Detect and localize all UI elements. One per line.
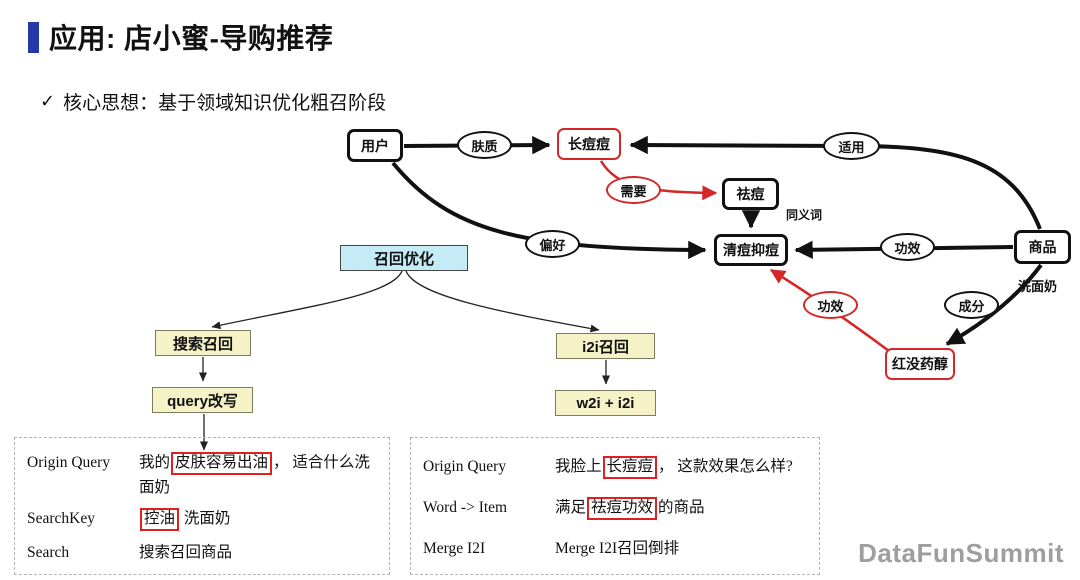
page-title: 应用: 店小蜜-导购推荐 <box>49 23 334 54</box>
w2i-i2i-box: w2i + i2i <box>555 390 656 416</box>
value-pre: Merge I2I召回倒排 <box>555 539 680 557</box>
subtitle: ✓ 核心思想：基于领域知识优化粗召阶段 <box>40 88 386 115</box>
row-value: 满足祛痘功效的商品 <box>555 495 705 520</box>
datafun-watermark: DataFunSummit <box>858 538 1064 568</box>
graph-node-clear-acne: 清痘抑痘 <box>714 234 788 266</box>
i2i-recall-box: i2i召回 <box>556 333 655 359</box>
value-pre: 我脸上 <box>555 458 602 476</box>
graph-relation-applicable: 适用 <box>823 132 880 160</box>
graph-relation-efficacy: 功效 <box>880 233 935 261</box>
value-highlight: 皮肤容易出油 <box>171 452 273 476</box>
value-post: ， 适合什么洗面奶 <box>139 454 370 497</box>
row-value: 搜索召回商品 <box>139 540 232 562</box>
table-row: Origin Query 我的皮肤容易出油， 适合什么洗面奶 <box>27 450 377 497</box>
title-accent-bar <box>28 22 39 53</box>
graph-node-acne-removal: 祛痘 <box>722 178 779 210</box>
graph-node-user: 用户 <box>347 129 403 162</box>
row-label: Origin Query <box>423 458 507 476</box>
search-recall-box: 搜索召回 <box>155 330 251 356</box>
value-pre: 搜索召回商品 <box>139 543 233 561</box>
value-pre: 我的 <box>139 454 171 472</box>
value-highlight: 长痘痘 <box>602 456 658 479</box>
table-row: Origin Query 我脸上长痘痘， 这款效果怎么样? <box>423 454 807 479</box>
value-pre: 满足 <box>555 498 587 516</box>
graph-relation-ingredient: 成分 <box>944 291 999 319</box>
row-value: 我的皮肤容易出油， 适合什么洗面奶 <box>139 450 377 497</box>
check-icon: ✓ <box>40 91 56 111</box>
row-value: 我脸上长痘痘， 这款效果怎么样? <box>555 454 793 479</box>
table-row: Word -> Item 满足祛痘功效的商品 <box>423 495 807 520</box>
query-rewrite-box: query改写 <box>152 387 253 413</box>
value-post: 洗面奶 <box>180 510 231 527</box>
i2i-example-table: Origin Query 我脸上长痘痘， 这款效果怎么样? Word -> It… <box>410 437 820 575</box>
table-row: SearchKey 控油 洗面奶 <box>27 506 377 531</box>
graph-relation-skin-type: 肤质 <box>457 131 512 159</box>
synonym-label: 同义词 <box>786 208 823 222</box>
edge-recall-to-search <box>211 270 403 330</box>
subtitle-text: 核心思想：基于领域知识优化粗召阶段 <box>63 93 387 114</box>
row-label: SearchKey <box>27 510 95 527</box>
table-row: Merge I2I Merge I2I召回倒排 <box>423 536 807 558</box>
edge-recall-to-i2i <box>405 270 600 333</box>
value-highlight: 控油 <box>140 508 180 531</box>
value-post: 的商品 <box>658 498 705 516</box>
graph-node-bisabolol: 红没药醇 <box>885 348 955 380</box>
row-label: Word -> Item <box>423 498 508 516</box>
graph-relation-need: 需要 <box>606 176 661 204</box>
recall-optimize-box: 召回优化 <box>340 245 468 271</box>
value-post: ， 这款效果怎么样? <box>658 458 793 476</box>
row-value: Merge I2I召回倒排 <box>555 536 679 558</box>
graph-relation-efficacy-red: 功效 <box>803 291 858 319</box>
value-highlight: 祛痘功效 <box>587 496 658 520</box>
row-label: Search <box>27 543 70 561</box>
table-row: Search 搜索召回商品 <box>27 540 377 562</box>
row-label: Origin Query <box>27 454 111 472</box>
cleanser-label: 洗面奶 <box>1018 279 1058 294</box>
graph-relation-preference: 偏好 <box>525 230 580 258</box>
row-label: Merge I2I <box>423 539 486 557</box>
graph-node-acne: 长痘痘 <box>557 128 621 160</box>
graph-node-product: 商品 <box>1014 230 1071 264</box>
row-value: 控油 洗面奶 <box>139 506 230 531</box>
search-example-table: Origin Query 我的皮肤容易出油， 适合什么洗面奶 SearchKey… <box>14 437 390 575</box>
